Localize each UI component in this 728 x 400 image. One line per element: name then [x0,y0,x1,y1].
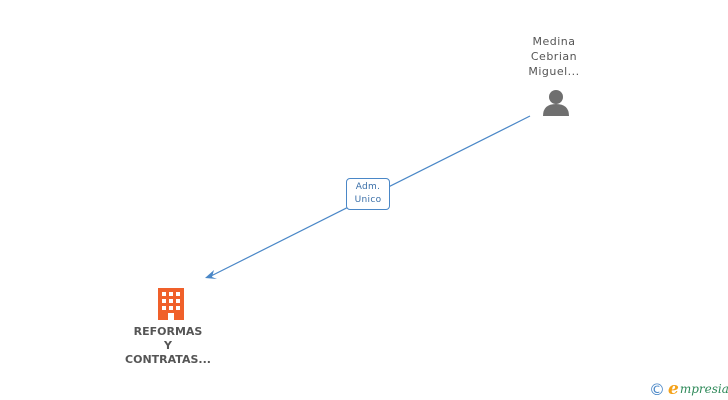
company-name-line: CONTRATAS... [125,353,211,366]
edge-role-line: Unico [354,195,382,205]
person-name-line: Medina [532,35,576,48]
brand-watermark: © e mpresia [649,378,728,400]
person-name-label[interactable]: Medina Cebrian Miguel... [514,34,594,79]
edge-arrowhead [205,270,217,279]
edge-role-badge[interactable]: Adm. Unico [346,178,390,210]
company-name-line: REFORMAS [133,325,203,338]
person-name-line: Cebrian [530,50,578,63]
company-name-label[interactable]: REFORMAS Y CONTRATAS... [108,325,228,367]
company-name-line: Y [164,339,172,352]
person-name-line: Miguel... [528,65,580,78]
building-icon[interactable] [158,288,184,320]
brand-logo-text: mpresia [679,382,728,396]
person-icon[interactable] [543,90,569,116]
copyright-icon: © [649,379,665,399]
brand-logo-initial: e [668,379,679,399]
edge-role-line: Adm. [355,182,381,192]
